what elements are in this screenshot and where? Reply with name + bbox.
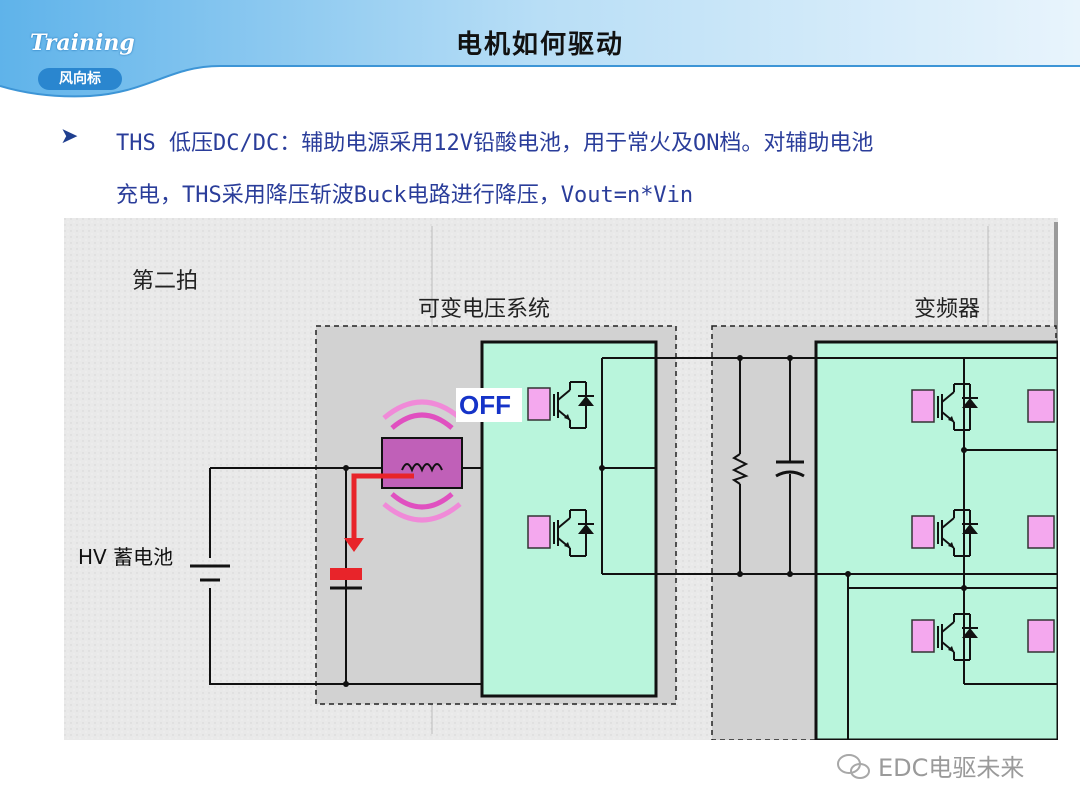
battery-label: HV 蓄电池 xyxy=(78,545,173,569)
header-band xyxy=(0,0,1080,98)
bullet-line-2: 充电，THS采用降压斩波Buck电路进行降压，Vout=n*Vin xyxy=(116,183,694,208)
switch-state-label: OFF xyxy=(459,390,511,420)
hv-battery-symbol xyxy=(190,558,230,588)
step-label: 第二拍 xyxy=(132,269,198,294)
logo-word: Training xyxy=(30,30,135,56)
buck-circuit-diagram: OFF 第二拍 可变电压系统 变频器 HV 蓄电池 xyxy=(64,218,1058,740)
section-label-boost: 可变电压系统 xyxy=(418,297,550,322)
page-title: 电机如何驱动 xyxy=(455,30,624,60)
slide-header: Training 风向标 电机如何驱动 xyxy=(0,0,1080,110)
bullet-text: THS 低压DC/DC：辅助电源采用12V铅酸电池，用于常火及ON档。对辅助电池… xyxy=(116,118,1036,222)
brand-logo: Training 风向标 xyxy=(20,8,140,98)
bullet-line-1: THS 低压DC/DC：辅助电源采用12V铅酸电池，用于常火及ON档。对辅助电池 xyxy=(116,131,874,156)
bullet-arrow-icon: ➤ xyxy=(60,124,79,149)
section-label-inverter: 变频器 xyxy=(914,297,980,322)
watermark-text: EDC电驱未来 xyxy=(878,754,1025,782)
wechat-icon xyxy=(837,754,870,779)
inductor-magnetic-field xyxy=(381,399,463,523)
logo-cn-label: 风向标 xyxy=(38,68,122,90)
